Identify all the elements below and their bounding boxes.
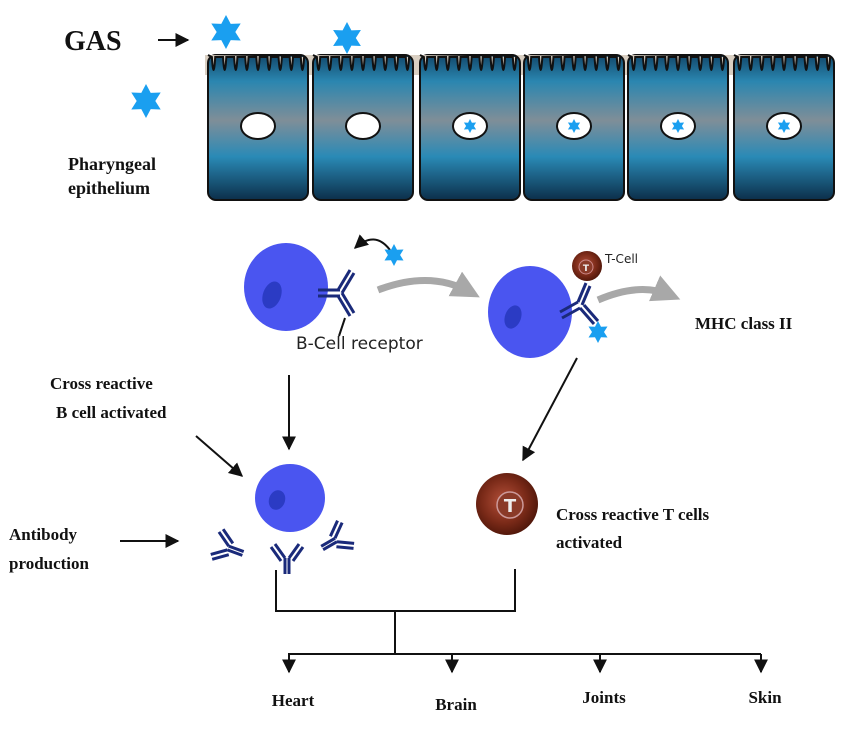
b-cell-receptor-label: B-Cell receptor [296, 334, 423, 354]
epithelial-cell [734, 55, 834, 200]
gas-label: GAS [64, 26, 122, 57]
epithelial-cell [524, 55, 624, 200]
activated-b-cell [255, 464, 325, 532]
t-cell-small-label: T-Cell [604, 252, 638, 266]
epithelium-label-line1: Pharyngeal [68, 154, 156, 174]
cross-t-label-line1: Cross reactive T cells [556, 505, 710, 524]
cell-nucleus [346, 113, 380, 139]
epithelial-cell [208, 55, 308, 200]
epithelium-label-line2: epithelium [68, 178, 150, 198]
cross-t-label-line2: activated [556, 533, 623, 552]
b-cell-presenting: T T-Cell [488, 251, 638, 358]
cross-b-label-line1: Cross reactive [50, 374, 153, 393]
antibody-icon [314, 519, 356, 562]
flow-arrow-2 [598, 290, 670, 300]
antibody-label-line2: production [9, 554, 90, 573]
b-cell-body [244, 243, 328, 331]
bacterium-icon [333, 22, 361, 54]
cross-b-label-line2: B cell activated [56, 403, 167, 422]
arrow-to-activated-t [523, 358, 577, 460]
antibody-label-line1: Antibody [9, 525, 78, 544]
cell-nucleus [241, 113, 275, 139]
target-skin: Skin [748, 688, 782, 707]
target-organs: Heart Brain Joints Skin [272, 654, 782, 714]
bacterium-icon [589, 321, 608, 343]
epithelium-layer [208, 55, 834, 200]
antibody-icon [271, 544, 303, 574]
target-heart: Heart [272, 691, 315, 710]
epithelial-cell [420, 55, 520, 200]
epithelial-cell [628, 55, 728, 200]
arrow-cross-b [196, 436, 242, 476]
tree-connector [275, 569, 761, 654]
bacterium-icon [211, 15, 240, 49]
bacterium-icon [131, 84, 160, 118]
activated-t-cell: T [476, 473, 538, 535]
antibody-icon [209, 528, 248, 568]
target-brain: Brain [435, 695, 477, 714]
target-joints: Joints [582, 688, 626, 707]
binding-arrow [355, 239, 390, 250]
b-cell-body [488, 266, 572, 358]
b-cell-body [255, 464, 325, 532]
t-glyph-small: T [583, 264, 590, 274]
t-cell-small: T T-Cell [572, 251, 638, 281]
bacterium-presented [589, 321, 608, 343]
t-glyph: T [504, 496, 517, 517]
mhc-label: MHC class II [695, 314, 793, 333]
epithelial-cell [313, 55, 413, 200]
flow-arrow-1 [378, 280, 470, 292]
